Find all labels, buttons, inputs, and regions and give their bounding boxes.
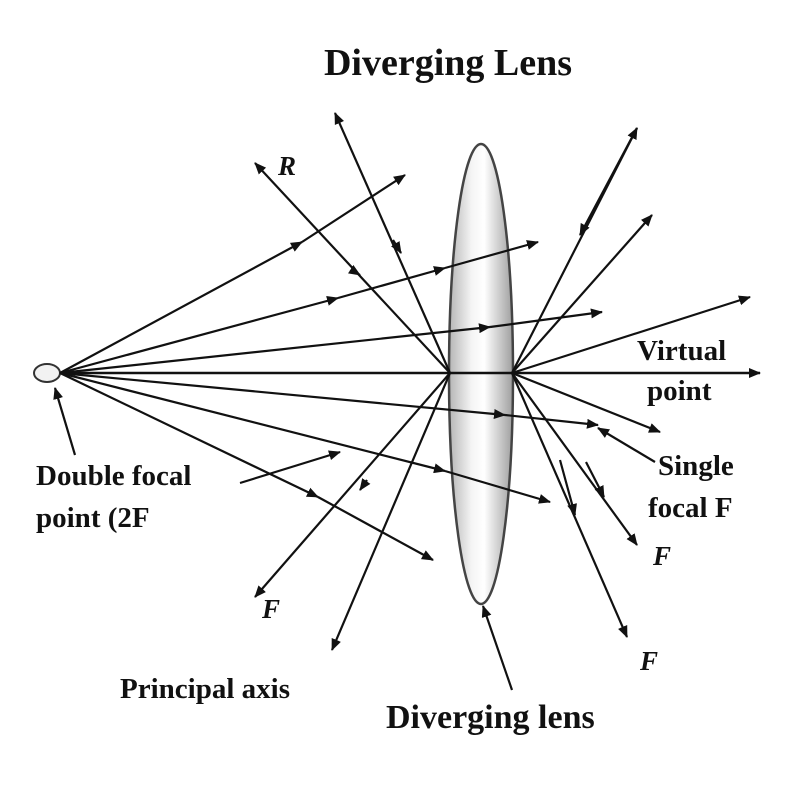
incident-ray bbox=[59, 371, 446, 474]
diverging-ray bbox=[511, 214, 653, 374]
diverging-ray bbox=[511, 371, 661, 434]
incident-ray bbox=[59, 323, 491, 375]
pointer-double-focal bbox=[53, 387, 77, 456]
focal-ray bbox=[333, 112, 452, 374]
incident-ray bbox=[59, 372, 319, 498]
diverging-ray bbox=[511, 372, 638, 546]
source-point bbox=[33, 363, 61, 383]
diverging-ray bbox=[558, 459, 577, 516]
focal-ray bbox=[390, 239, 402, 254]
label-double-focal-2: point (2F bbox=[36, 502, 150, 534]
label-focal-left: F bbox=[261, 594, 280, 624]
focal-ray bbox=[330, 372, 452, 651]
diverging-ray bbox=[579, 127, 638, 236]
incident-ray bbox=[337, 266, 446, 300]
diverging-ray bbox=[511, 295, 751, 375]
label-single-focal-2: focal F bbox=[648, 492, 733, 524]
incident-ray bbox=[444, 469, 551, 504]
incident-ray bbox=[317, 496, 434, 561]
incident-ray bbox=[59, 371, 506, 419]
left-focal-rays bbox=[254, 112, 452, 651]
diverging-ray bbox=[585, 461, 605, 498]
incident-ray bbox=[489, 308, 603, 329]
label-principal-axis: Principal axis bbox=[120, 673, 290, 705]
label-virtual-point-1: Virtual bbox=[637, 335, 726, 367]
label-single-focal-1: Single bbox=[658, 450, 734, 482]
pointer-single-focal bbox=[597, 427, 656, 463]
diverging-rays bbox=[510, 127, 751, 638]
label-virtual-point-2: point bbox=[647, 375, 712, 407]
incident-ray bbox=[504, 413, 599, 429]
label-radius: R bbox=[277, 151, 296, 181]
focal-ray bbox=[359, 478, 371, 491]
incident-ray bbox=[301, 174, 406, 243]
incident-ray bbox=[444, 240, 539, 270]
label-diverging-lens: Diverging lens bbox=[386, 699, 595, 736]
diagram-title: Diverging Lens bbox=[324, 42, 572, 84]
label-pointers bbox=[53, 387, 656, 691]
focal-ray bbox=[348, 264, 361, 276]
label-focal-right-upper: F bbox=[652, 541, 671, 571]
pointer-lens bbox=[481, 605, 514, 691]
pointer-double-focal-2 bbox=[239, 450, 341, 485]
incident-ray bbox=[59, 241, 303, 374]
label-focal-right-lower: F bbox=[639, 646, 658, 676]
focal-ray bbox=[254, 372, 451, 598]
label-double-focal-1: Double focal bbox=[36, 460, 191, 492]
incident-ray bbox=[59, 296, 339, 375]
